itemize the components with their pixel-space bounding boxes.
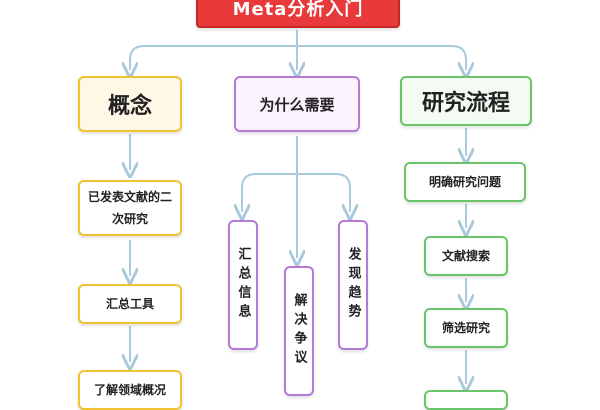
- process-item-3-label: 筛选研究: [441, 321, 490, 335]
- root-node: Meta分析入门: [196, 0, 400, 28]
- category-concept-label: 概念: [107, 94, 152, 119]
- category-why: 为什么需要: [234, 76, 360, 132]
- category-process: 研究流程: [400, 76, 532, 126]
- process-item-2: 文献搜索: [424, 236, 508, 276]
- why-item-2: 解决争议: [284, 266, 314, 396]
- category-process-label: 研究流程: [421, 91, 510, 116]
- process-item-partial: [424, 390, 508, 410]
- concept-item-2: 汇总工具: [78, 284, 182, 324]
- concept-item-3-label: 了解领域概况: [93, 383, 166, 397]
- category-concept: 概念: [78, 76, 182, 132]
- process-item-1-label: 明确研究问题: [428, 175, 501, 189]
- why-item-2-label: 解决争议: [291, 293, 307, 369]
- concept-item-1-label: 已发表文献的二次研究: [88, 190, 173, 226]
- why-item-3-label: 发现趋势: [345, 247, 361, 323]
- concept-item-1: 已发表文献的二次研究: [78, 180, 182, 236]
- why-item-3: 发现趋势: [338, 220, 368, 350]
- concept-item-3: 了解领域概况: [78, 370, 182, 410]
- process-item-1: 明确研究问题: [404, 162, 526, 202]
- process-item-3: 筛选研究: [424, 308, 508, 348]
- process-item-2-label: 文献搜索: [441, 249, 490, 263]
- why-item-1: 汇总信息: [228, 220, 258, 350]
- connector-lines: [0, 30, 600, 400]
- root-title: Meta分析入门: [232, 0, 364, 20]
- concept-item-2-label: 汇总工具: [105, 297, 154, 311]
- why-item-1-label: 汇总信息: [235, 247, 251, 323]
- category-why-label: 为什么需要: [259, 95, 335, 114]
